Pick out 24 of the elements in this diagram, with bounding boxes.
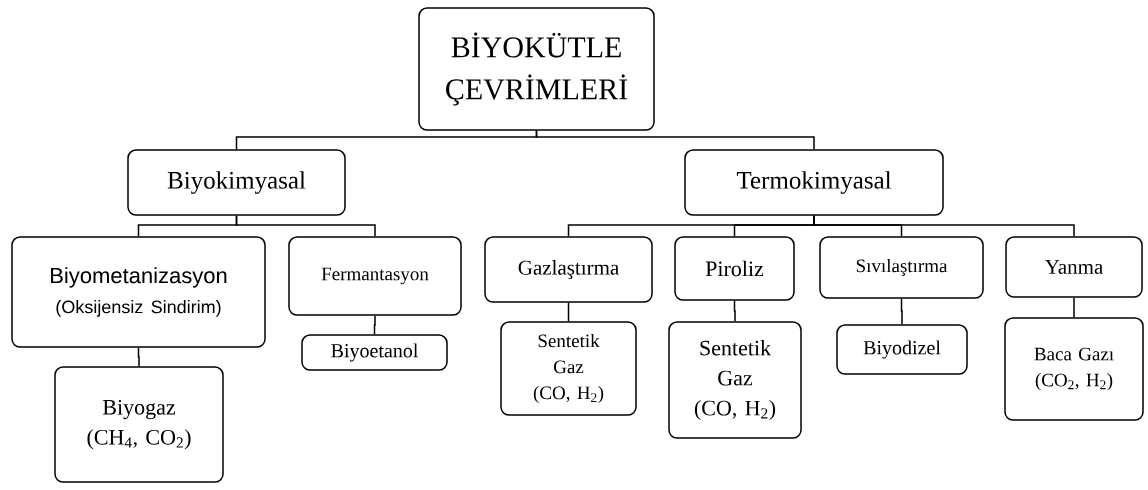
connector-line	[535, 130, 815, 150]
process-box: Yanma	[1005, 236, 1143, 298]
connector-line	[1073, 297, 1075, 318]
process-box: Sentetik Gaz (CO, H$_{2}$)	[500, 321, 637, 416]
connector-line	[813, 215, 1075, 237]
connector-line	[373, 315, 376, 335]
process-box: Sıvılaştırma	[819, 236, 984, 299]
process-box: Biyokimyasal	[127, 149, 346, 216]
process-box: Sentetik Gaz (CO, H$_{2}$)	[668, 321, 802, 439]
process-box: Piroliz	[674, 236, 795, 301]
connector-line	[137, 347, 140, 367]
process-box: Biyoetanol	[301, 334, 448, 371]
connector-line	[235, 215, 376, 237]
connector-line	[733, 300, 736, 322]
connector-line	[900, 298, 903, 325]
process-box: Termokimyasal	[684, 149, 944, 216]
process-box: Biyogaz (CH$_{4}$, CO$_{2}$)	[54, 366, 224, 483]
process-box: Fermantasyon	[288, 236, 462, 316]
process-box: Gazlaştırma	[484, 236, 653, 303]
process-box: Baca Gazı (CO$_{2}$, H$_{2}$)	[1004, 317, 1144, 421]
process-box: Biyometanizasyon (Oksijensiz Sindirim)	[11, 236, 266, 348]
connector-line	[567, 302, 570, 322]
process-box: Biyodizel	[836, 324, 968, 375]
process-box: BİYOKÜTLE ÇEVRİMLERİ	[418, 7, 655, 131]
